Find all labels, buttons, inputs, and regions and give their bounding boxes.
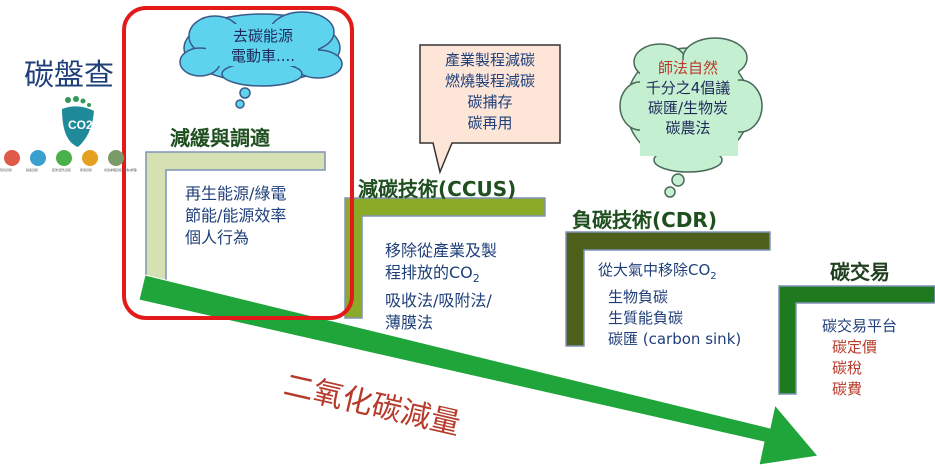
user-icon bbox=[82, 150, 98, 166]
stage3-co2-sub: 2 bbox=[710, 271, 717, 282]
stage4-title: 碳交易 bbox=[830, 260, 890, 284]
stage4-item-1: 碳定價 bbox=[832, 338, 878, 356]
icon-label-5: 廢棄處理資訊(回收/處理) bbox=[104, 168, 138, 172]
truck-icon bbox=[56, 150, 72, 166]
stage3-line-1: 從大氣中移除CO2 bbox=[598, 261, 717, 282]
stage4-step bbox=[778, 285, 935, 395]
factory-icon bbox=[30, 150, 46, 166]
cloud-1-text: 去碳能源 電動車.... bbox=[218, 26, 308, 66]
reduction-arrow bbox=[138, 274, 819, 466]
cloud-2-text: 師法自然 千分之4倡議 碳匯/生物炭 碳農法 bbox=[636, 58, 740, 138]
ccus-callout-line-2: 燃燒製程減碳 bbox=[444, 72, 535, 90]
stage1-item-2: 節能/能源效率 bbox=[185, 206, 287, 225]
stage3-title: 負碳技術(CDR) bbox=[572, 208, 717, 232]
stage3-item-3: 碳匯 (carbon sink) bbox=[608, 330, 742, 348]
cloud-1-line-2: 電動車.... bbox=[230, 47, 296, 65]
stage2-title: 減碳技術(CCUS) bbox=[358, 177, 517, 201]
stage3-item-2: 生質能負碳 bbox=[608, 309, 684, 327]
stage1-item-3: 個人行為 bbox=[185, 228, 250, 247]
icon-label-4: 使用資訊 bbox=[80, 168, 93, 172]
stage2-co2-sub: 2 bbox=[472, 272, 480, 286]
footprint-logo-icon: CO2 bbox=[62, 96, 94, 147]
stage3-item-1: 生物負碳 bbox=[608, 288, 669, 306]
cloud-2-line-4: 碳農法 bbox=[665, 119, 711, 137]
stage2-line-2: 程排放的CO2 bbox=[385, 263, 480, 286]
stage2-line-3: 吸收法/吸附法/ bbox=[385, 291, 492, 311]
icon-label-3: 配送/配售資訊 bbox=[52, 168, 72, 172]
stage2-line-4: 薄膜法 bbox=[385, 313, 434, 333]
stage1-item-1: 再生能源/綠電 bbox=[185, 184, 287, 203]
stage4-item-3: 碳費 bbox=[832, 380, 863, 398]
stage2-line-1: 移除從產業及製 bbox=[385, 241, 498, 260]
lifecycle-icons: 環境資訊 製造資訊 配送/配售資訊 使用資訊 廢棄處理資訊(回收/處理) bbox=[0, 150, 137, 180]
stage2-step bbox=[344, 197, 546, 319]
ccus-callout bbox=[419, 44, 561, 175]
footprint-co2-text: CO2 bbox=[68, 118, 93, 132]
environment-icon bbox=[4, 150, 20, 166]
stage4-platform: 碳交易平台 bbox=[822, 317, 898, 335]
recycle-icon bbox=[108, 150, 124, 166]
cloud-2-line-2: 千分之4倡議 bbox=[645, 79, 731, 97]
cloud-1-line-1: 去碳能源 bbox=[232, 27, 293, 45]
stage3-lines: 從大氣中移除CO2 生物負碳 生質能負碳 碳匯 (carbon sink) bbox=[598, 260, 741, 350]
ccus-callout-text: 產業製程減碳 燃燒製程減碳 碳捕存 碳再用 bbox=[420, 50, 560, 134]
stage2-lines: 移除從產業及製 程排放的CO2 吸收法/吸附法/ 薄膜法 bbox=[385, 240, 497, 334]
stage1-items: 再生能源/綠電 節能/能源效率 個人行為 bbox=[185, 183, 286, 249]
stage4-lines: 碳交易平台 碳定價 碳稅 碳費 bbox=[822, 316, 897, 400]
cloud-2-line-3: 碳匯/生物炭 bbox=[647, 99, 729, 117]
carbon-inventory-title: 碳盤查 bbox=[24, 58, 114, 93]
cloud-2-line-1: 師法自然 bbox=[657, 59, 718, 77]
highlight-box bbox=[122, 6, 354, 320]
ccus-callout-line-4: 碳再用 bbox=[467, 114, 513, 132]
stage4-item-2: 碳稅 bbox=[832, 359, 863, 377]
icon-label-2: 製造資訊 bbox=[26, 168, 39, 172]
icon-label-1: 環境資訊 bbox=[0, 168, 13, 172]
ccus-callout-line-1: 產業製程減碳 bbox=[444, 51, 535, 69]
stage3-step bbox=[565, 231, 771, 347]
stage1-title: 減緩與調適 bbox=[170, 126, 270, 150]
ccus-callout-line-3: 碳捕存 bbox=[467, 93, 513, 111]
